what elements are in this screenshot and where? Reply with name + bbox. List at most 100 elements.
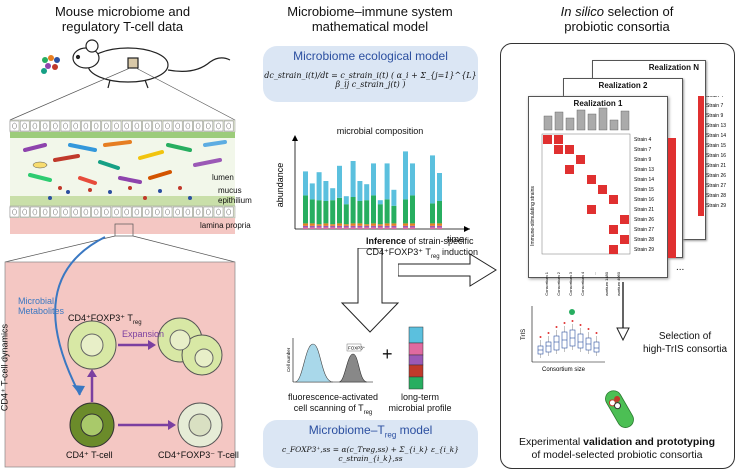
composition-chart: abundance time <box>275 135 470 244</box>
epithelial-cell <box>132 120 142 132</box>
cell-nucleus <box>53 122 58 130</box>
consortium-label: Consortium 4 <box>580 271 585 296</box>
microbial-profile-column <box>408 326 424 390</box>
epithelial-cell <box>152 206 163 218</box>
cell-nucleus <box>134 122 140 130</box>
strain-label-back: Strain 13 <box>706 123 726 129</box>
outlier <box>587 328 590 330</box>
bar-segment <box>391 189 397 206</box>
consortium-label: ... <box>592 272 597 275</box>
cd4-tcell-icon <box>69 402 115 448</box>
predicted-bar <box>598 107 608 131</box>
selection-text: Selection of high-TrIS consortia <box>640 330 730 356</box>
epithelial-cell <box>50 206 61 218</box>
strain-label: Strain 9 <box>634 157 651 163</box>
col2-title-line1: Microbiome–immune system <box>287 4 453 19</box>
cell-nucleus <box>155 208 160 216</box>
epithilium-label: epithilium <box>218 196 252 205</box>
cell-nucleus <box>175 122 180 130</box>
bar-segment <box>384 199 390 224</box>
facs-caption2: cell scanning of Treg <box>278 403 388 419</box>
bar-segment <box>316 227 322 229</box>
strain-label-back: Strain 26 <box>706 173 726 179</box>
bar-segment <box>377 225 383 228</box>
matrix-cell-on <box>609 245 618 254</box>
cell-nucleus <box>216 208 221 216</box>
bar-segment <box>403 227 408 229</box>
cell-nucleus <box>134 208 140 216</box>
epithelial-cell <box>9 120 20 132</box>
facs-peak-1 <box>294 343 334 383</box>
expansion-label: Expansion <box>122 329 165 339</box>
strain-label-back: Strain 27 <box>706 183 726 189</box>
matrix-cell-on <box>609 195 618 204</box>
bar-segment <box>330 225 336 228</box>
epithelial-cells-top <box>9 120 234 132</box>
bar-segment <box>303 195 308 224</box>
realization-n-label: Realization N <box>593 63 705 72</box>
bar-segment <box>330 227 336 229</box>
cell-nucleus <box>195 208 201 216</box>
cell-nucleus <box>93 208 99 216</box>
col1-title: Mouse microbiome and regulatory T-cell d… <box>0 4 245 34</box>
facs-caption: fluorescence-activated cell scanning of … <box>278 392 388 419</box>
consortium-label: Consortium 1480 <box>604 271 609 296</box>
strain-label-back: Strain 14 <box>706 133 726 139</box>
bar-segment <box>309 223 315 226</box>
outlier <box>539 336 542 338</box>
strain-label: Strain 27 <box>634 227 654 233</box>
strain-label-back: Strain 4 <box>706 96 723 99</box>
epithelial-cell <box>60 206 71 218</box>
bar-segment <box>410 225 415 228</box>
bar-segment <box>337 223 342 226</box>
strain-label-back: Strain 15 <box>706 143 726 149</box>
cell-nucleus <box>12 208 17 216</box>
x-axis-arrow <box>464 226 470 232</box>
bar-segment <box>391 223 397 226</box>
down-hollow-arrow <box>340 248 400 333</box>
consortia-grid <box>541 96 704 258</box>
col1-title-line1: Mouse microbiome and <box>54 4 191 19</box>
bar-segment <box>437 201 442 224</box>
cd4-tcell-label: CD4⁺ T-cell <box>66 450 113 460</box>
bar-segment <box>403 225 408 228</box>
col3-title-italic: In silico <box>560 4 604 19</box>
validation-text: Experimental validation and prototyping … <box>502 436 732 462</box>
bar-segment <box>371 223 376 226</box>
epithelial-cell <box>19 206 30 218</box>
selection-line1: Selection of <box>658 331 712 342</box>
inference-bold: Inference <box>366 236 407 246</box>
bar-segment <box>377 224 383 226</box>
strain-label: Strain 14 <box>634 177 654 183</box>
cell-nucleus <box>165 122 170 130</box>
cell-nucleus <box>83 122 89 130</box>
foxp3-neg-label: CD4⁺FOXP3⁻ T-cell <box>158 450 239 460</box>
bar-segment <box>343 227 349 229</box>
epithelial-cell <box>111 206 122 218</box>
epithelial-cell <box>223 120 234 132</box>
col1-title-line2: regulatory T-cell data <box>61 19 184 34</box>
col3-title-rest: selection of <box>603 4 674 19</box>
strain-label: Strain 16 <box>634 197 654 203</box>
epithelial-cell <box>101 206 112 218</box>
tcell-dynamics-side-label: CD4⁺ T-cell dynamics <box>0 323 10 412</box>
consortium-label: Consortium 4060 <box>616 271 621 296</box>
strain-label-back: Strain 16 <box>706 153 726 159</box>
tris-boxplot: TrIS Consortium size <box>521 306 605 373</box>
predicted-bar <box>587 113 597 131</box>
epithelial-cell <box>152 120 163 132</box>
strain-label: Strain 29 <box>634 247 654 253</box>
eco-model-box: Microbiome ecological model dc_strain_i(… <box>263 46 478 102</box>
matrix-cell-on <box>587 175 596 184</box>
x-axis-label: time <box>447 234 464 244</box>
epithelial-cell <box>162 206 173 218</box>
bar-segment <box>430 227 435 229</box>
bar-segment <box>309 199 315 224</box>
matrix-cell-on <box>565 145 574 154</box>
bar-segment <box>337 227 342 229</box>
predicted-foxp3-bars <box>543 107 630 131</box>
cell-nucleus <box>114 208 119 216</box>
bar-segment <box>437 223 442 226</box>
bar-segment <box>323 223 329 226</box>
